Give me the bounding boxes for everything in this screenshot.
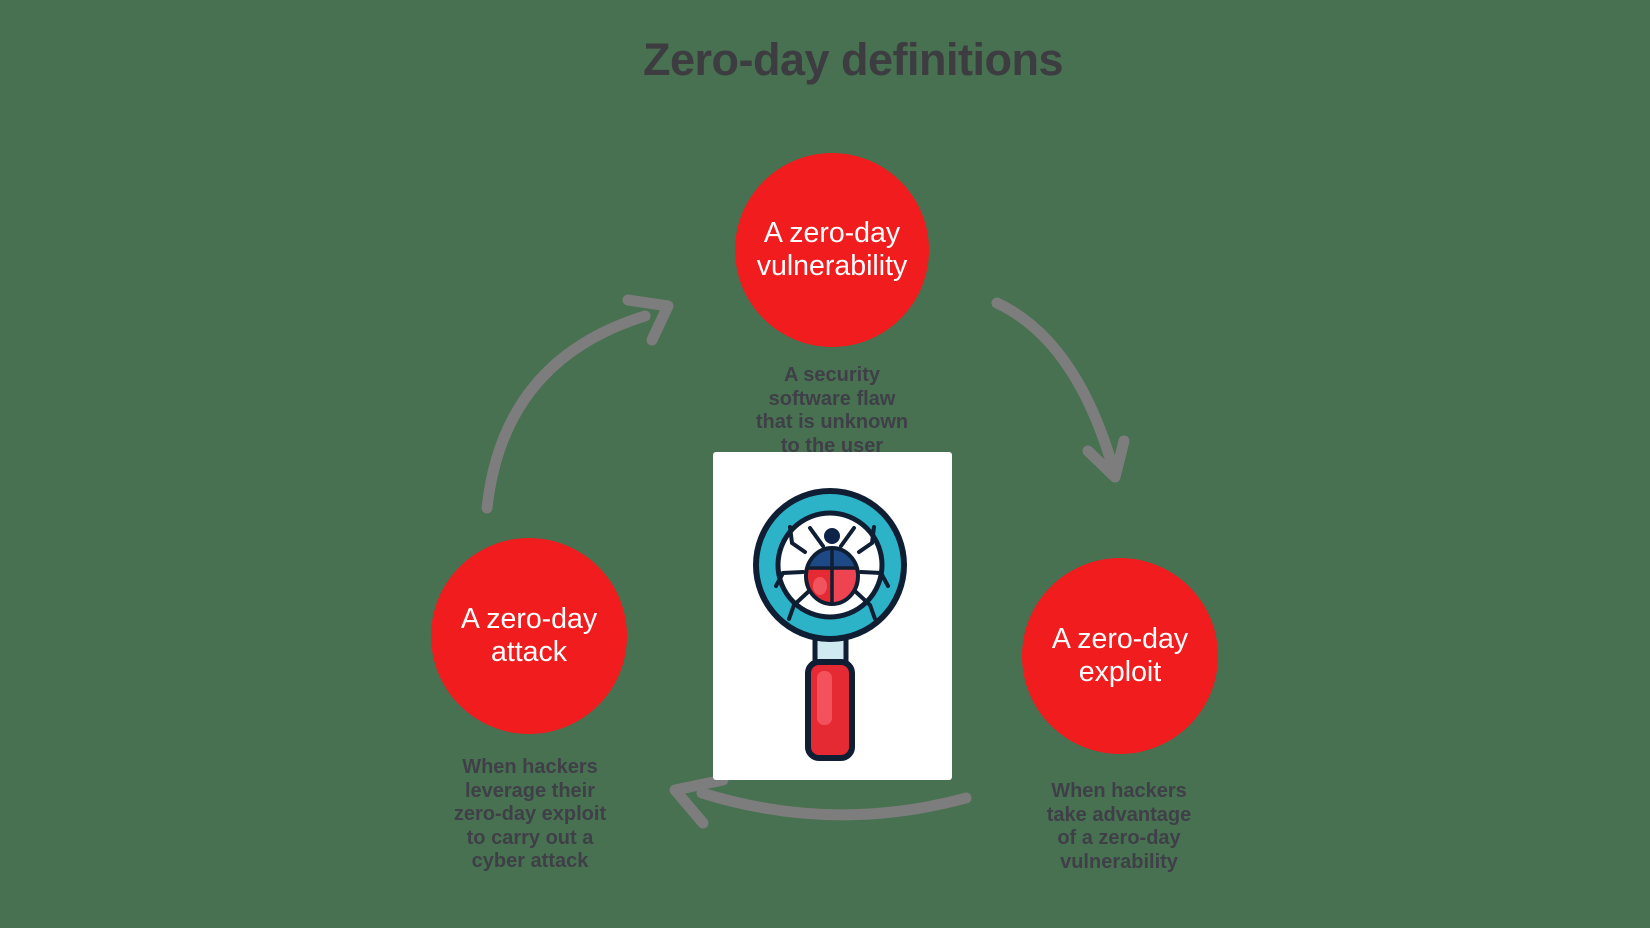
description-line: to carry out a xyxy=(466,826,594,849)
description-line: of a zero-day xyxy=(1057,827,1181,849)
node-label-line: A zero-day xyxy=(763,217,901,249)
description-line: software flaw xyxy=(768,387,896,410)
node-exploit-circle: A zero-day exploit xyxy=(1022,558,1218,754)
attack-description: When hackers leverage their zero-day exp… xyxy=(380,756,680,874)
node-label-line: A zero-day xyxy=(460,603,598,635)
description-line: When hackers xyxy=(462,756,598,778)
description-line: A security xyxy=(784,364,880,386)
description-line: to the user xyxy=(780,434,884,457)
description-line: When hackers xyxy=(1051,780,1187,802)
center-illustration-card xyxy=(713,452,952,780)
arrow-attack-to-vulnerability-icon xyxy=(481,294,674,514)
description-line: zero-day exploit xyxy=(453,803,607,825)
arrow-vulnerability-to-exploit-icon xyxy=(991,297,1130,483)
description-line: leverage their xyxy=(464,779,596,802)
description-line: vulnerability xyxy=(1060,850,1178,873)
node-label-line: A zero-day xyxy=(1051,623,1189,655)
node-label-line: exploit xyxy=(1078,656,1162,688)
description-line: that is unknown xyxy=(755,411,909,433)
node-label-line: vulnerability xyxy=(756,250,908,282)
node-label-line: attack xyxy=(490,636,568,668)
vulnerability-description: A security software flaw that is unknown… xyxy=(682,364,982,458)
description-line: take advantage xyxy=(1046,803,1192,826)
exploit-description: When hackers take advantage of a zero-da… xyxy=(969,780,1269,874)
node-vulnerability-circle: A zero-day vulnerability xyxy=(735,153,929,347)
page-title: Zero-day definitions xyxy=(642,34,1064,85)
description-line: cyber attack xyxy=(471,850,589,872)
arrow-exploit-to-attack-icon xyxy=(669,774,972,829)
node-attack-circle: A zero-day attack xyxy=(431,538,627,734)
